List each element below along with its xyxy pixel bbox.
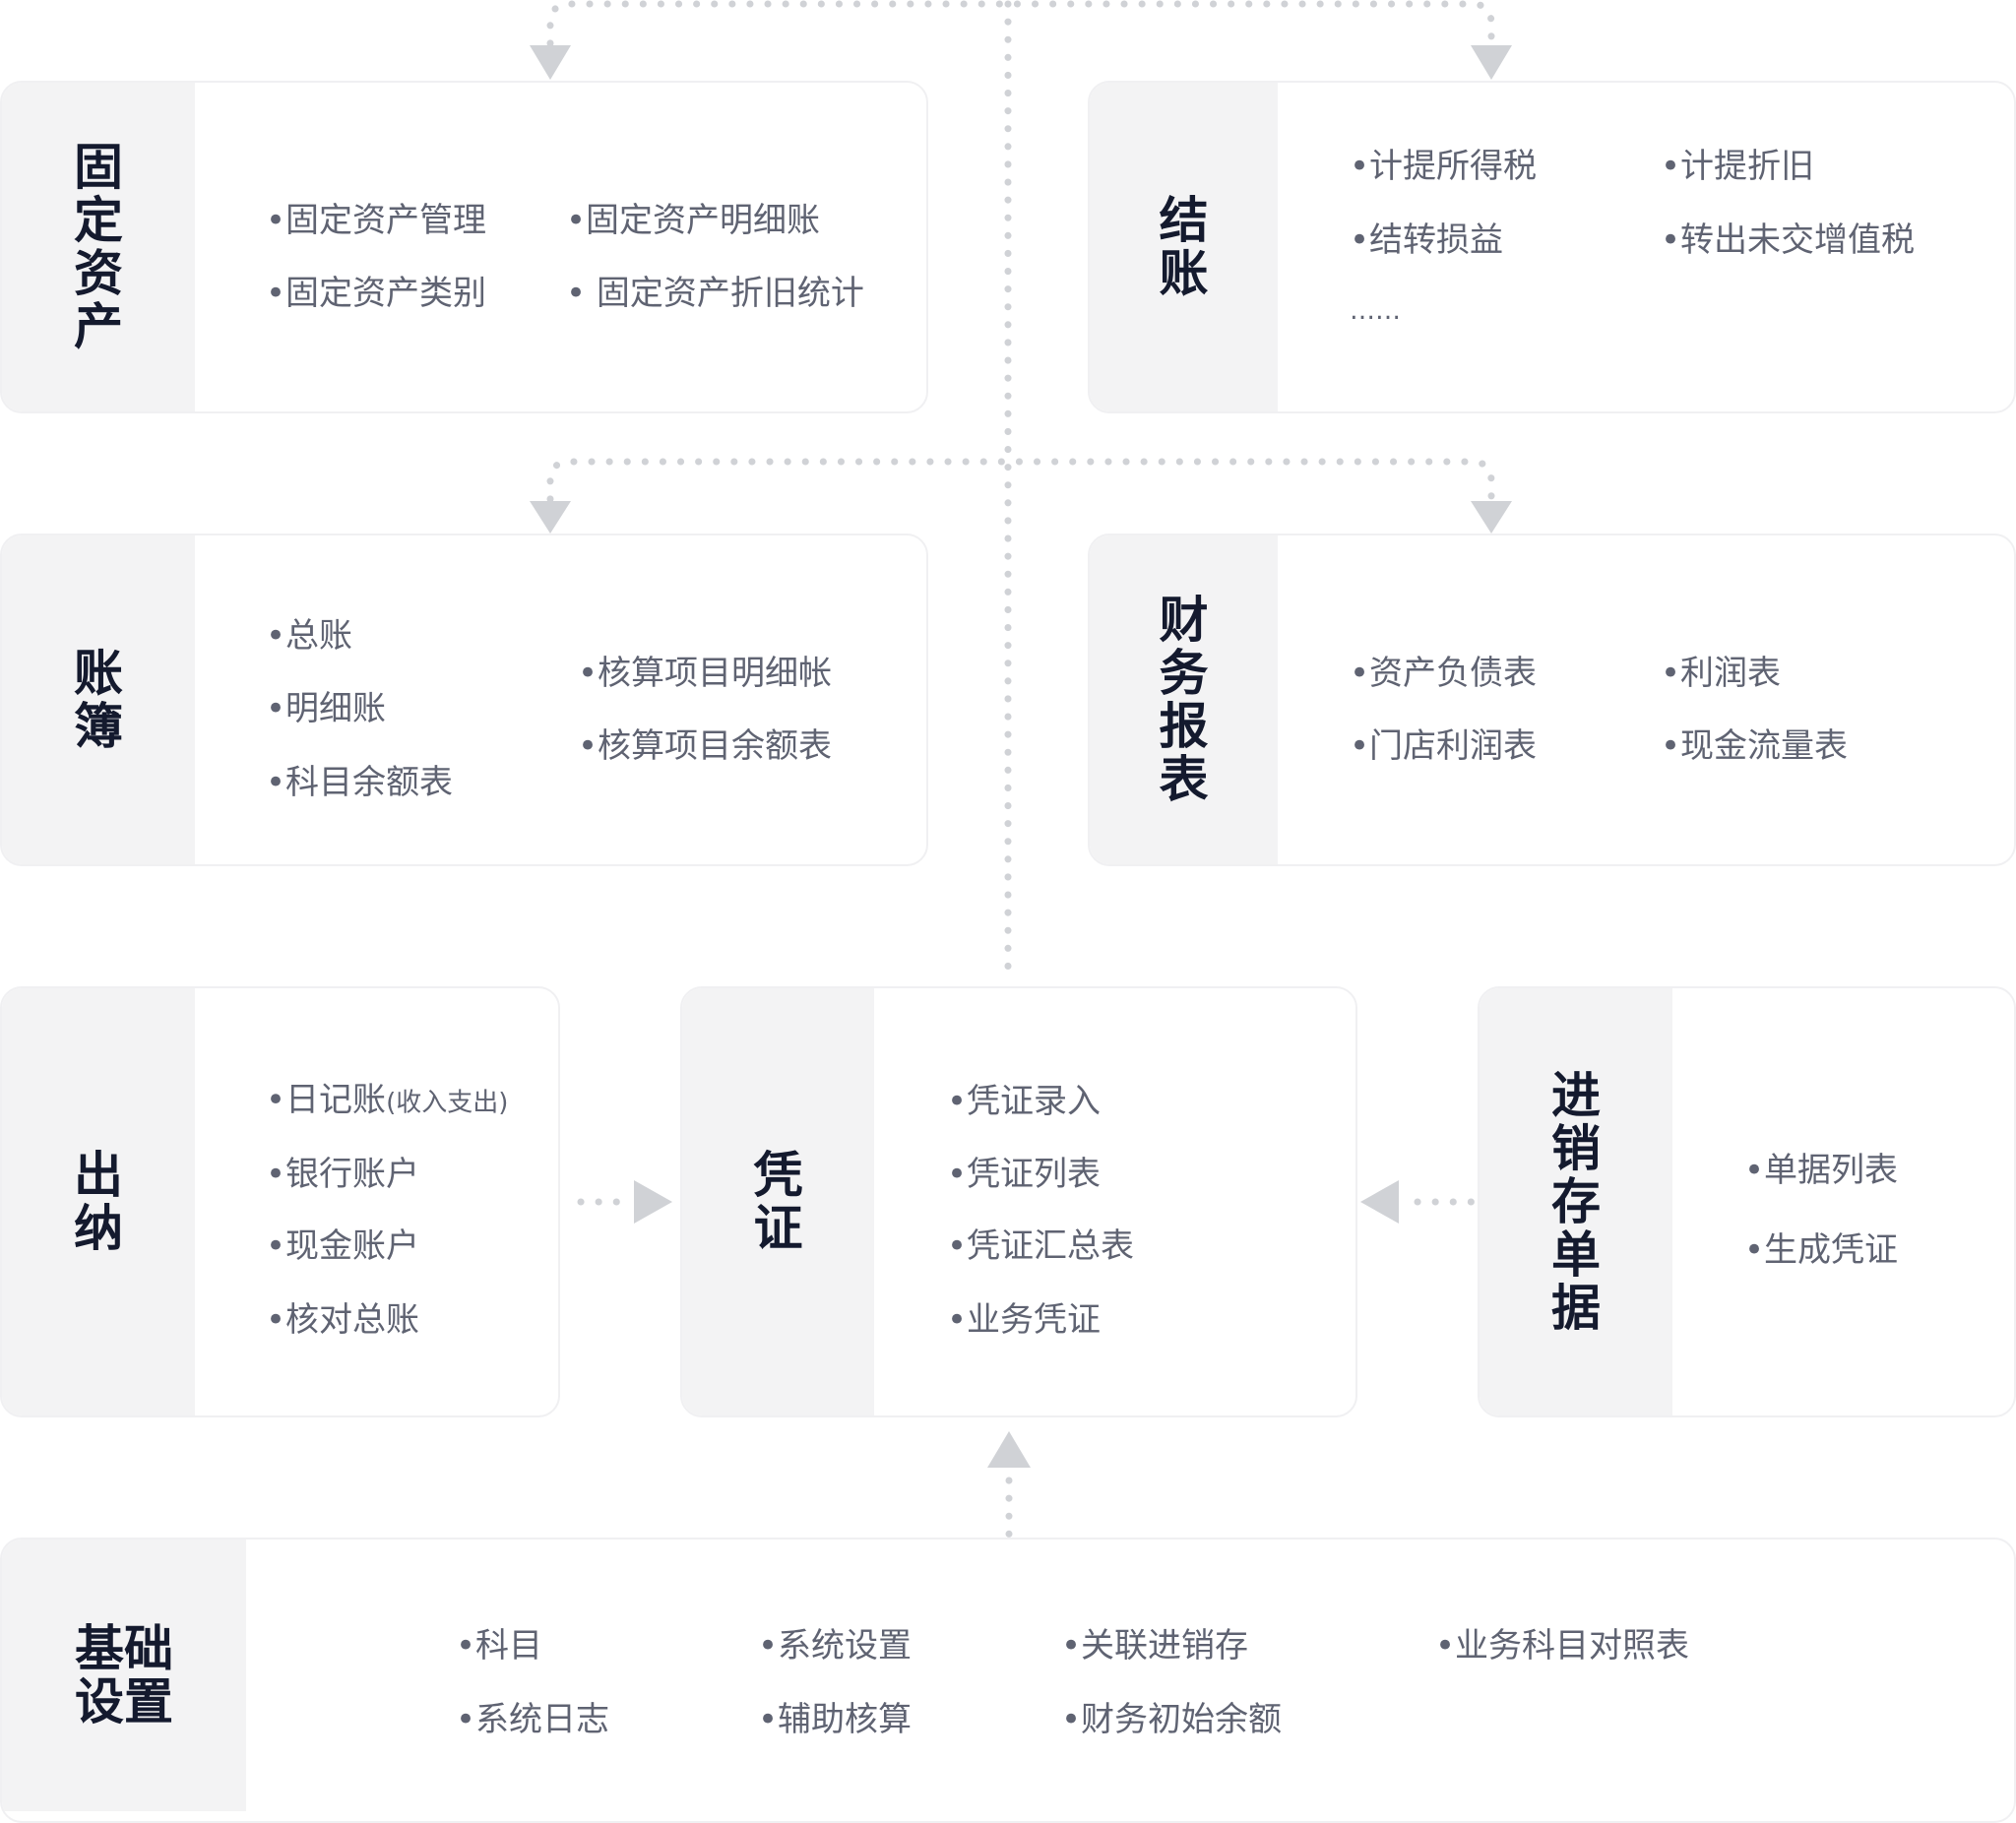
list-item[interactable]: •明细账 <box>266 689 387 728</box>
list-item[interactable]: •日记账(收入支出) <box>266 1079 508 1125</box>
module-inventory-docs: 进销存单据 •单据列表 •生成凭证 <box>1478 986 2016 1417</box>
list-item[interactable]: •总账 <box>266 616 353 656</box>
module-voucher: 凭证 •凭证录入 •凭证列表 •凭证汇总表 •业务凭证 <box>680 986 1357 1417</box>
list-item[interactable]: •计提所得税 <box>1350 147 1538 186</box>
list-item[interactable]: •固定资产明细账 <box>566 201 821 240</box>
item-label: •日记账 <box>266 1080 387 1120</box>
list-item[interactable]: •计提折旧 <box>1661 147 1815 186</box>
list-item[interactable]: •单据列表 <box>1744 1151 1899 1190</box>
module-reports: 财务报表 •资产负债表 •利润表 •门店利润表 •现金流量表 <box>1088 534 2016 866</box>
mid-branch-line <box>546 458 1495 503</box>
arrow-down-icon <box>530 501 571 534</box>
list-item[interactable]: •固定资产管理 <box>266 201 487 240</box>
module-cashier: 出纳 •日记账(收入支出) •银行账户 •现金账户 •核对总账 <box>0 986 560 1417</box>
list-item[interactable]: •业务科目对照表 <box>1435 1626 1690 1666</box>
item-note: (收入支出) <box>386 1088 509 1118</box>
list-item[interactable]: •现金流量表 <box>1661 726 1849 766</box>
list-item[interactable]: •现金账户 <box>266 1226 420 1266</box>
arrow-down-icon <box>1471 45 1512 80</box>
list-item[interactable]: •利润表 <box>1661 654 1782 693</box>
list-item[interactable]: •门店利润表 <box>1350 726 1538 766</box>
list-item[interactable]: •转出未交增值税 <box>1661 220 1916 260</box>
list-item[interactable]: •凭证汇总表 <box>947 1226 1135 1266</box>
arrow-down-icon <box>1471 501 1512 534</box>
list-item[interactable]: •系统日志 <box>456 1700 610 1739</box>
list-item-more: …… <box>1350 296 1401 326</box>
module-title: 财务报表 <box>1159 592 1209 808</box>
list-item[interactable]: •资产负债表 <box>1350 654 1538 693</box>
module-title: 凭证 <box>753 1147 803 1257</box>
list-item[interactable]: •银行账户 <box>266 1155 420 1194</box>
module-ledger: 账簿 •总账 •明细账 •科目余额表 •核算项目明细帐 •核算项目余额表 <box>0 534 928 866</box>
list-item[interactable]: •科目 <box>456 1626 543 1666</box>
list-item[interactable]: •生成凭证 <box>1744 1230 1899 1270</box>
arrow-right-icon <box>634 1180 672 1224</box>
module-basic-settings: 基础设置 •科目 •系统设置 •关联进销存 •业务科目对照表 •系统日志 •辅助… <box>0 1538 2016 1823</box>
list-item[interactable]: •结转损益 <box>1350 220 1504 260</box>
list-item[interactable]: •核对总账 <box>266 1300 420 1340</box>
arrow-down-icon <box>530 45 571 80</box>
list-item[interactable]: •辅助核算 <box>758 1700 913 1739</box>
module-title: 结账 <box>1159 192 1209 302</box>
list-item[interactable]: •关联进销存 <box>1061 1626 1249 1666</box>
list-item[interactable]: •核算项目余额表 <box>578 726 833 766</box>
module-title: 出纳 <box>74 1147 123 1257</box>
top-branch-line <box>546 0 1495 47</box>
list-item[interactable]: •固定资产类别 <box>266 274 487 313</box>
list-item[interactable]: •业务凭证 <box>947 1300 1102 1340</box>
list-item[interactable]: •财务初始余额 <box>1061 1700 1283 1739</box>
arrow-left-icon <box>1360 1180 1399 1224</box>
list-item[interactable]: •凭证列表 <box>947 1155 1102 1194</box>
list-item[interactable]: •系统设置 <box>758 1626 913 1666</box>
module-closing: 结账 •计提所得税 •计提折旧 •结转损益 •转出未交增值税 …… <box>1088 81 2016 413</box>
module-fixed-assets: 固定资产 •固定资产管理 •固定资产明细账 •固定资产类别 • 固定资产折旧统计 <box>0 81 928 413</box>
list-item[interactable]: •科目余额表 <box>266 763 454 802</box>
list-item[interactable]: • 固定资产折旧统计 <box>566 274 864 313</box>
module-title: 固定资产 <box>74 139 123 355</box>
module-title: 账簿 <box>74 645 123 755</box>
arrow-up-icon <box>987 1431 1031 1468</box>
list-item[interactable]: •凭证录入 <box>947 1082 1102 1121</box>
module-title: 基础设置 <box>75 1620 173 1730</box>
list-item[interactable]: •核算项目明细帐 <box>578 654 833 693</box>
module-title: 进销存单据 <box>1551 1067 1601 1337</box>
